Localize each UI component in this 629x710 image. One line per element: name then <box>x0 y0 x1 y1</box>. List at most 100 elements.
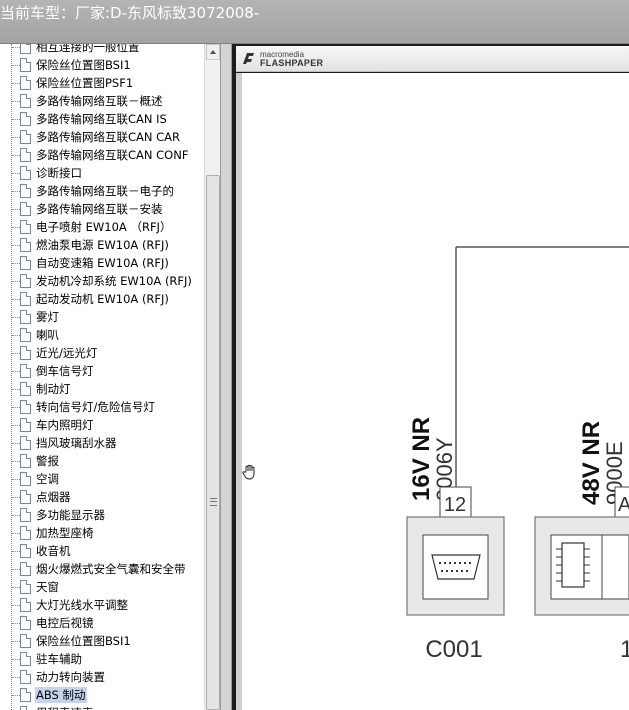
tree-item-label: 动力转向装置 <box>36 670 105 684</box>
document-icon <box>20 166 31 180</box>
tree-item[interactable]: 空调 <box>0 470 204 488</box>
tree-item-label: 多路传输网络互联CAN CONF <box>36 148 189 162</box>
tree-item-label: 驻车辅助 <box>36 652 82 666</box>
tree-item[interactable]: 烟火爆燃式安全气囊和安全带 <box>0 560 204 578</box>
tree-item[interactable]: 点烟器 <box>0 488 204 506</box>
tree-item[interactable]: 多路传输网络互联－电子的 <box>0 182 204 200</box>
tree-connector <box>12 65 20 66</box>
tree-item[interactable]: 多路传输网络互联CAN CONF <box>0 146 204 164</box>
document-icon <box>20 58 31 72</box>
wire2-label: 48V NR <box>578 421 605 505</box>
tree-item-label: 自动变速箱 EW10A (RFJ) <box>36 256 169 270</box>
tree-item[interactable]: 驻车辅助 <box>0 650 204 668</box>
tree-item-label: 警报 <box>36 454 59 468</box>
tree-item-label: 加热型座椅 <box>36 526 94 540</box>
tree-item-label: 多路传输网络互联CAN IS <box>36 112 167 126</box>
document-icon <box>20 238 31 252</box>
scroll-up-arrow-icon[interactable] <box>206 44 220 60</box>
tree-item[interactable]: 诊断接口 <box>0 164 204 182</box>
tree-item[interactable]: 转向信号灯/危险信号灯 <box>0 398 204 416</box>
document-icon <box>20 562 31 576</box>
tree-item[interactable]: 燃油泵电源 EW10A (RFJ) <box>0 236 204 254</box>
tree-item[interactable]: 加热型座椅 <box>0 524 204 542</box>
tree-item-label: 多路传输网络互联CAN CAR <box>36 130 181 144</box>
pane-splitter[interactable] <box>220 44 232 710</box>
tree-item[interactable]: 电控后视镜 <box>0 614 204 632</box>
document-icon <box>20 634 31 648</box>
connector2-label: 1 <box>620 636 629 663</box>
tree-item[interactable]: 喇叭 <box>0 326 204 344</box>
tree-item[interactable]: 电子喷射 EW10A （RFJ） <box>0 218 204 236</box>
tree-item[interactable]: 保险丝位置图BSI1 <box>0 632 204 650</box>
document-page[interactable]: 16V NR 9006Y 12 C001 48V NR 9000E A <box>242 73 629 710</box>
tree-item[interactable]: 保险丝位置图PSF1 <box>0 74 204 92</box>
tree-item[interactable]: 近光/远光灯 <box>0 344 204 362</box>
tree-item[interactable]: 警报 <box>0 452 204 470</box>
tree-item-label: 燃油泵电源 EW10A (RFJ) <box>36 238 169 252</box>
tree-item[interactable]: 大灯光线水平调整 <box>0 596 204 614</box>
document-icon <box>20 328 31 342</box>
tree-item[interactable]: 多路传输网络互联CAN CAR <box>0 128 204 146</box>
tree-item-label: 收音机 <box>36 544 71 558</box>
tree-connector <box>12 461 20 462</box>
tree-item[interactable]: 天窗 <box>0 578 204 596</box>
tree-item[interactable]: 相互连接的一般位置 <box>0 44 204 56</box>
tree-item[interactable]: 多路传输网络互联CAN IS <box>0 110 204 128</box>
tree-item[interactable]: 多功能显示器 <box>0 506 204 524</box>
tree-item-label: ABS 制动 <box>35 687 87 703</box>
document-icon <box>20 706 31 710</box>
tree-connector <box>12 497 20 498</box>
tree-connector <box>12 173 20 174</box>
window-title-bar: 当前车型：厂家:D-东风标致3072008- <box>0 0 629 44</box>
document-icon <box>20 202 31 216</box>
tree-item[interactable]: 动力转向装置 <box>0 668 204 686</box>
document-icon <box>20 400 31 414</box>
logo-product: FLASHPAPER <box>260 58 324 68</box>
tree-connector <box>12 569 20 570</box>
obd-connector-icon <box>431 554 481 580</box>
tree-item-label: 保险丝位置图PSF1 <box>36 76 134 90</box>
tree-item[interactable]: 里程表速表 <box>0 704 204 710</box>
document-icon <box>20 364 31 378</box>
document-icon <box>20 346 31 360</box>
tree-item[interactable]: ABS 制动 <box>0 686 204 704</box>
tree-item[interactable]: 自动变速箱 EW10A (RFJ) <box>0 254 204 272</box>
tree-item-label: 大灯光线水平调整 <box>36 598 128 612</box>
document-icon <box>20 418 31 432</box>
tree-item[interactable]: 制动灯 <box>0 380 204 398</box>
connector1-label: C001 <box>425 636 482 663</box>
document-icon <box>20 184 31 198</box>
tree-connector <box>12 83 20 84</box>
document-icon <box>20 616 31 630</box>
document-icon <box>20 598 31 612</box>
document-icon <box>20 310 31 324</box>
tree-connector <box>12 191 20 192</box>
tree-item[interactable]: 收音机 <box>0 542 204 560</box>
document-icon <box>20 44 31 54</box>
tree-item-label: 雾灯 <box>36 310 59 324</box>
tree-item[interactable]: 雾灯 <box>0 308 204 326</box>
tree-connector <box>12 299 20 300</box>
tree-item[interactable]: 保险丝位置图BSI1 <box>0 56 204 74</box>
tree-connector <box>12 623 20 624</box>
tree-item[interactable]: 多路传输网络互联－概述 <box>0 92 204 110</box>
tree-connector <box>12 263 20 264</box>
tree-item[interactable]: 挡风玻璃刮水器 <box>0 434 204 452</box>
tree-item[interactable]: 车内照明灯 <box>0 416 204 434</box>
tree-item[interactable]: 多路传输网络互联－安装 <box>0 200 204 218</box>
document-icon <box>20 94 31 108</box>
pin2-label: A <box>618 494 629 516</box>
flashpaper-logo-icon <box>243 53 254 64</box>
tree-item[interactable]: 倒车信号灯 <box>0 362 204 380</box>
document-icon <box>20 490 31 504</box>
scrollbar-thumb[interactable] <box>206 175 220 710</box>
tree-item-label: 起动发动机 EW10A (RFJ) <box>36 292 169 306</box>
tree-scrollbar[interactable] <box>204 44 220 710</box>
tree-item[interactable]: 发动机冷却系统 EW10A (RFJ) <box>0 272 204 290</box>
obd-pins <box>439 562 471 572</box>
tree-item[interactable]: 起动发动机 EW10A (RFJ) <box>0 290 204 308</box>
tree-connector <box>12 587 20 588</box>
tree-connector <box>12 425 20 426</box>
tree-connector <box>12 155 20 156</box>
